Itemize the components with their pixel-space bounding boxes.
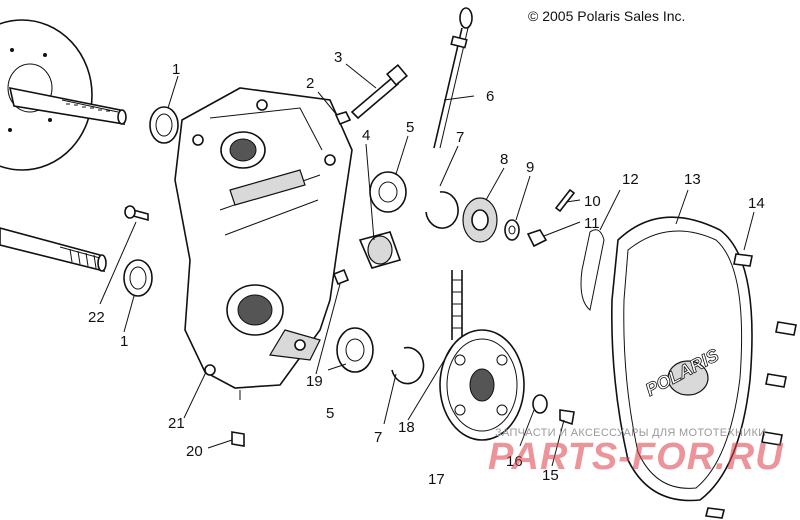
callout-20: 20: [186, 443, 203, 460]
callout-18: 18: [398, 419, 415, 436]
cover-bolts-14: [705, 253, 797, 519]
callout-15: 15: [542, 467, 559, 484]
copyright-notice: © 2005 Polaris Sales Inc.: [528, 8, 686, 24]
callout-11: 11: [584, 215, 600, 232]
driven-sprocket-17: [439, 329, 525, 441]
seal-upper: [149, 106, 179, 144]
callout-10: 10: [584, 193, 601, 210]
tensioner-4: [358, 231, 402, 269]
callout-22: 22: [88, 309, 105, 326]
callout-14: 14: [748, 195, 765, 212]
chaincase-cover-13: POLARIS: [611, 216, 753, 502]
washer-16: [532, 394, 548, 414]
callout-9: 9: [526, 159, 534, 176]
callout-21: 21: [168, 415, 185, 432]
callout-12: 12: [622, 171, 639, 188]
gasket-12: [580, 229, 605, 311]
nut-11: [526, 229, 548, 248]
callout-2: 2: [306, 75, 314, 92]
drive-sprocket-8: [462, 197, 498, 243]
callout-1-lower: 1: [120, 333, 128, 350]
callout-17: 17: [428, 471, 445, 488]
callout-5-lower: 5: [326, 405, 334, 422]
bearing-upper-5: [369, 171, 407, 213]
callout-7-lower: 7: [374, 429, 382, 446]
callout-1-upper: 1: [172, 61, 180, 78]
callout-8: 8: [500, 151, 508, 168]
nut-2: [334, 111, 352, 126]
nut-19: [332, 268, 350, 286]
callout-16: 16: [506, 453, 523, 470]
dipstick-6: [433, 7, 473, 149]
callout-13: 13: [684, 171, 701, 188]
bearing-lower-5: [336, 327, 374, 373]
callout-3: 3: [334, 49, 342, 66]
cotter-pin-10: [554, 188, 576, 213]
callout-4: 4: [362, 127, 370, 144]
chain-18: [451, 270, 463, 340]
watermark-brand: PARTS-FOR.RU: [488, 436, 784, 478]
callout-7-upper: 7: [456, 129, 464, 146]
lower-shaft: [0, 227, 107, 273]
leader-lines: [99, 63, 755, 467]
callout-5-upper: 5: [406, 119, 414, 136]
callout-6: 6: [486, 88, 494, 105]
snap-ring-lower: [391, 346, 425, 385]
bolt-3: [350, 64, 408, 120]
callout-labels: 1 2 3 4 5 6 7 8 9 10 11 12 13 14 1 22 5 …: [88, 49, 765, 488]
chaincase-housing: [174, 87, 353, 389]
washer-9: [504, 219, 520, 241]
bolt-15: [559, 409, 575, 426]
snap-ring-upper: [425, 191, 459, 229]
watermark-caption: ЗАПЧАСТИ И АКСЕССУАРЫ ДЛЯ МОТОТЕХНИКИ: [495, 427, 767, 439]
bolt-22: [124, 205, 149, 222]
callout-19: 19: [306, 373, 323, 390]
plug-20: [231, 431, 245, 447]
upper-shaft: [8, 86, 127, 125]
seal-lower: [123, 259, 153, 297]
